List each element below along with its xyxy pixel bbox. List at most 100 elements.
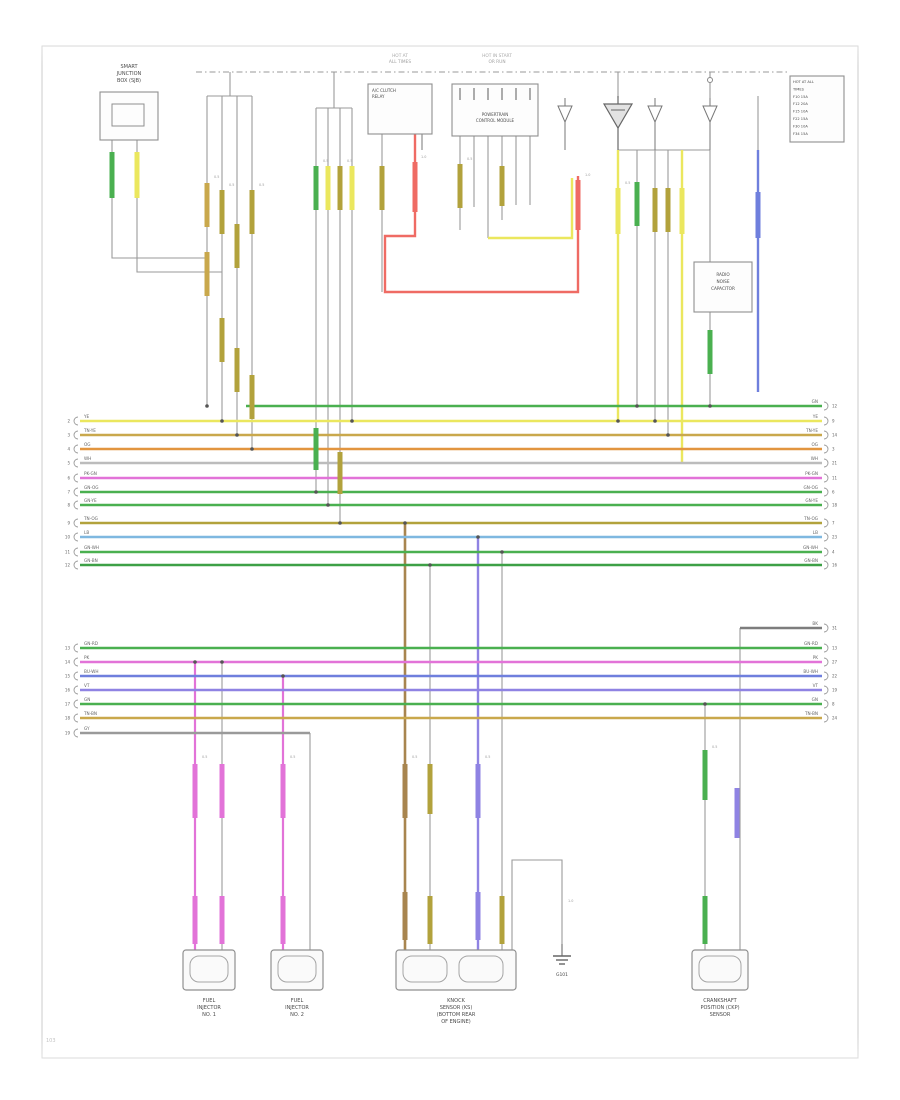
wire-color-bar [412, 162, 418, 212]
component-label: NOISE [717, 279, 730, 284]
annotation-text: 0.5 [259, 183, 264, 187]
wire-label: WH [84, 456, 91, 461]
wire-color-bar [134, 152, 140, 198]
component-label: CONTROL MODULE [476, 118, 515, 123]
wire-color-bar [313, 428, 319, 470]
component-caption: INJECTOR [285, 1005, 309, 1011]
pin-number: 12 [832, 404, 838, 409]
wire-label: GN [812, 399, 818, 404]
wire-colored [383, 134, 580, 294]
junction-dot [235, 433, 239, 437]
wire-color-bar [755, 192, 761, 238]
pin-number: 2 [67, 419, 70, 424]
pin-number: 19 [832, 688, 838, 693]
pin-bracket [73, 685, 79, 695]
wire-color-bar [634, 182, 640, 226]
pin-bracket [823, 643, 829, 653]
wire-label: YE [812, 414, 819, 419]
annotation-text: 0.5 [323, 159, 328, 163]
pin-bracket [823, 430, 829, 440]
node-circle [707, 77, 713, 83]
pin-bracket [823, 547, 829, 557]
wire-color-bar [219, 764, 225, 818]
annotation-text: OR RUN [488, 59, 505, 65]
junction-dot [703, 702, 707, 706]
pin-bracket [73, 518, 79, 528]
component-box [99, 91, 159, 141]
wire-color-bar [249, 190, 255, 234]
ground-label: G101 [556, 972, 568, 978]
annotation-text: 0.5 [712, 745, 717, 749]
wire-label: GN-OG [84, 485, 99, 490]
annotation-text: 0.5 [625, 181, 630, 185]
pin-bracket [73, 657, 79, 667]
component-label: HOT AT ALL [793, 80, 814, 84]
pin-bracket [73, 547, 79, 557]
wire-color-bar [280, 896, 286, 944]
pin-number: 13 [65, 646, 71, 651]
annotation-text: 103 [46, 1038, 56, 1044]
pin-bracket [73, 487, 79, 497]
wire-color-bar [249, 375, 255, 419]
junction-dot [616, 419, 620, 423]
pin-bracket [73, 458, 79, 468]
pin-bracket [823, 560, 829, 570]
wire-color-bar [204, 252, 210, 296]
pin-number: 17 [65, 702, 71, 707]
pin-number: 4 [67, 447, 70, 452]
pin-number: 3 [832, 447, 835, 452]
junction-dot [476, 535, 480, 539]
pin-number: 13 [832, 646, 838, 651]
pin-number: 6 [832, 490, 835, 495]
wire [111, 140, 207, 259]
junction-dot [653, 419, 657, 423]
junction-dot [326, 503, 330, 507]
annotation-text: 0.5 [347, 159, 352, 163]
pin-bracket [73, 560, 79, 570]
pin-bracket [73, 532, 79, 542]
component-label: RADIO [716, 272, 730, 277]
wire-label: BK [812, 621, 818, 626]
pin-bracket [823, 623, 829, 633]
fuse-icon [647, 105, 663, 124]
pin-bracket [823, 487, 829, 497]
wire-label: YE [83, 414, 90, 419]
wire-color-bar [702, 896, 708, 944]
component-caption: POSITION (CKP) [700, 1005, 739, 1011]
wire-label: GN-RD [804, 641, 818, 646]
junction-dot [314, 490, 318, 494]
wire-color-bar [615, 188, 621, 234]
wire-label: PK [84, 655, 90, 660]
component-caption: OF ENGINE) [441, 1019, 471, 1025]
component-caption: (BOTTOM REAR [437, 1012, 476, 1018]
junction-dot [281, 674, 285, 678]
annotation-text: 0.5 [485, 755, 490, 759]
annotation-text: 1.0 [421, 155, 426, 159]
pin-number: 9 [832, 419, 835, 424]
wire-color-bar [192, 764, 198, 818]
pin-bracket [823, 416, 829, 426]
annotation-text: 0.5 [412, 755, 417, 759]
component-label: CAPACITOR [711, 286, 735, 291]
wire-label: GN-BN [804, 558, 818, 563]
annotation-text: 0.5 [229, 183, 234, 187]
annotation-text: 0.5 [202, 755, 207, 759]
relay-icon [602, 103, 634, 130]
wire-color-bar [427, 896, 433, 944]
wire-color-bar [499, 166, 505, 206]
pin-number: 6 [67, 476, 70, 481]
junction-dot [708, 404, 712, 408]
wire-label: BU-WH [84, 669, 99, 674]
wire-label: WH [811, 456, 818, 461]
junction-dot [193, 660, 197, 664]
component-box [451, 83, 539, 137]
wire-label: GN-YE [84, 498, 97, 503]
pin-number: 22 [832, 674, 838, 679]
wire-label: OG [811, 442, 818, 447]
wire-label: LB [813, 530, 818, 535]
pin-number: 5 [67, 461, 70, 466]
wire-label: GN-WH [803, 545, 818, 550]
wire-color-bar [219, 318, 225, 362]
